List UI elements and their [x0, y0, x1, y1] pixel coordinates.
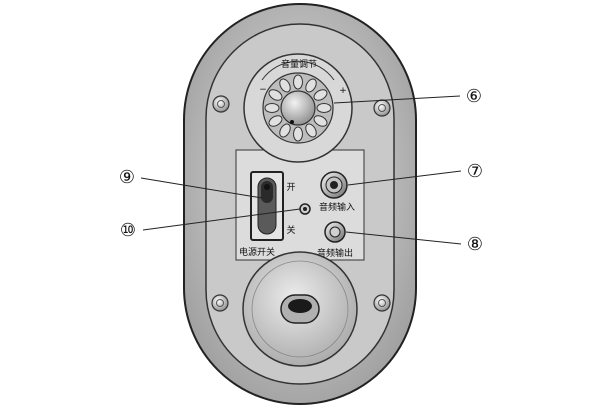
power-switch[interactable]: [250, 171, 284, 241]
callout-6: ⑥: [466, 86, 482, 107]
knob-ridge: [313, 89, 328, 101]
power-switch-label: 电源开关: [239, 246, 275, 258]
screw-icon: [211, 294, 229, 312]
knob-ridge: [316, 103, 332, 113]
audio-in-label: 音频输入: [319, 201, 355, 213]
callout-7: ⑦: [467, 161, 483, 182]
knob-ridge: [305, 123, 317, 138]
knob-ridge: [279, 78, 291, 93]
screw-icon: [373, 294, 391, 312]
volume-plus-label: +: [339, 86, 347, 96]
knob-ridge: [268, 115, 283, 127]
switch-off-label: 关: [286, 224, 295, 236]
volume-title: 音量调节: [281, 58, 317, 70]
knob-ridge: [279, 123, 291, 138]
screw-icon: [373, 99, 391, 117]
knob-ridge: [268, 89, 283, 101]
switch-on-label: 开: [286, 182, 295, 193]
knob-ridge: [293, 74, 303, 90]
volume-minus-label: −: [259, 85, 267, 95]
speaker-grille: [242, 251, 358, 367]
callout-leaders: [140, 95, 462, 245]
audio-input-jack[interactable]: [320, 171, 348, 199]
knob-ridge: [264, 103, 280, 113]
audio-out-label: 音频输出: [317, 247, 353, 259]
knob-ridge: [293, 126, 303, 142]
callout-10: ⑩: [120, 220, 136, 241]
knob-ridge: [305, 78, 317, 93]
audio-output-jack[interactable]: [324, 221, 346, 243]
callout-8: ⑧: [467, 234, 483, 255]
knob-ridge: [313, 115, 328, 127]
volume-knob[interactable]: [243, 53, 353, 163]
knob-indicator-dot: [290, 120, 294, 124]
callout-9: ⑨: [119, 167, 135, 188]
power-indicator-led: [299, 203, 311, 215]
knob-ridges: [264, 74, 332, 142]
screw-icon: [212, 95, 230, 113]
